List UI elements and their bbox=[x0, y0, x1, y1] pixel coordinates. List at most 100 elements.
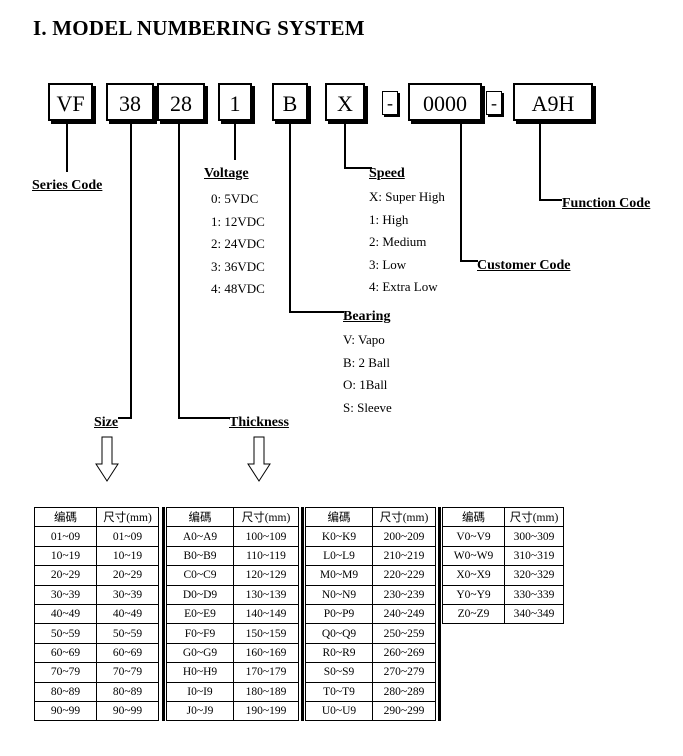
code-cell: H0~H9 bbox=[166, 662, 234, 683]
code-cell: 50~59 bbox=[34, 623, 97, 644]
code-cell: K0~K9 bbox=[305, 526, 373, 547]
code-cell: D0~D9 bbox=[166, 584, 234, 605]
size-cell: 300~309 bbox=[504, 526, 564, 547]
size-heading: Size bbox=[94, 415, 119, 430]
code-cell: I0~I9 bbox=[166, 681, 234, 702]
header-code-cell: 编碼 bbox=[166, 506, 234, 528]
size-cell: 260~269 bbox=[372, 642, 436, 664]
code-cell: 90~99 bbox=[34, 700, 97, 722]
size-cell: 200~209 bbox=[372, 526, 436, 547]
size-cell: 120~129 bbox=[233, 565, 299, 586]
code-cell: M0~M9 bbox=[305, 565, 373, 586]
size-cell: 210~219 bbox=[372, 545, 436, 567]
code-cell: T0~T9 bbox=[305, 681, 373, 702]
code-cell: S0~S9 bbox=[305, 662, 373, 683]
header-size-cell: 尺寸(mm) bbox=[372, 506, 436, 528]
code-cell: W0~W9 bbox=[442, 545, 505, 567]
code-cell: R0~R9 bbox=[305, 642, 373, 664]
size-cell: 10~19 bbox=[96, 545, 159, 567]
code-segment-box: 38 bbox=[106, 83, 154, 121]
customer-connector bbox=[460, 122, 478, 262]
size-connector bbox=[118, 122, 132, 419]
thickness-connector bbox=[178, 122, 230, 419]
size-cell: 90~99 bbox=[96, 700, 159, 722]
header-size-cell: 尺寸(mm) bbox=[504, 506, 564, 528]
code-separator: - bbox=[486, 91, 502, 115]
header-code-cell: 编碼 bbox=[305, 506, 373, 528]
size-cell: 20~29 bbox=[96, 565, 159, 586]
function-connector bbox=[539, 122, 562, 201]
size-cell: 250~259 bbox=[372, 623, 436, 644]
code-segment-box: B bbox=[272, 83, 308, 121]
size-cell: 70~79 bbox=[96, 662, 159, 683]
size-cell: 50~59 bbox=[96, 623, 159, 644]
speed-option: 3: Low bbox=[369, 256, 407, 272]
size-cell: 110~119 bbox=[233, 545, 299, 567]
thickness-heading: Thickness bbox=[229, 415, 289, 430]
code-cell: L0~L9 bbox=[305, 545, 373, 567]
size-cell: 80~89 bbox=[96, 681, 159, 702]
speed-option: 2: Medium bbox=[369, 234, 427, 250]
size-cell: 160~169 bbox=[233, 642, 299, 664]
code-cell: V0~V9 bbox=[442, 526, 505, 547]
code-cell: 70~79 bbox=[34, 662, 97, 683]
speed-option: 4: Extra Low bbox=[369, 279, 438, 295]
code-cell: 80~89 bbox=[34, 681, 97, 702]
code-segment-box: 0000 bbox=[408, 83, 482, 121]
code-cell: X0~X9 bbox=[442, 565, 505, 586]
table-header-row: 编碼尺寸(mm) bbox=[442, 506, 564, 528]
code-cell: 10~19 bbox=[34, 545, 97, 567]
table-header-row: 编碼尺寸(mm) bbox=[166, 506, 299, 528]
code-segment-box: X bbox=[325, 83, 365, 121]
size-arrow-icon bbox=[95, 436, 119, 482]
bearing-option: V: Vapo bbox=[343, 332, 385, 347]
code-separator: - bbox=[382, 91, 398, 115]
table-divider bbox=[162, 507, 165, 721]
bearing-option: S: Sleeve bbox=[343, 399, 392, 415]
voltage-option: 1: 12VDC bbox=[211, 213, 265, 229]
size-cell: 330~339 bbox=[504, 584, 564, 605]
speed-connector bbox=[344, 122, 372, 169]
size-cell: 30~39 bbox=[96, 584, 159, 605]
size-cell: 140~149 bbox=[233, 603, 299, 625]
thickness-arrow-icon bbox=[247, 436, 271, 482]
customer-code-heading: Customer Code bbox=[477, 258, 571, 273]
code-cell: C0~C9 bbox=[166, 565, 234, 586]
size-cell: 310~319 bbox=[504, 545, 564, 567]
size-cell: 01~09 bbox=[96, 526, 159, 547]
size-cell: 130~139 bbox=[233, 584, 299, 605]
function-code-heading: Function Code bbox=[562, 196, 651, 211]
code-cell: G0~G9 bbox=[166, 642, 234, 664]
code-cell: 30~39 bbox=[34, 584, 97, 605]
size-cell: 320~329 bbox=[504, 565, 564, 586]
code-cell: Y0~Y9 bbox=[442, 584, 505, 605]
header-code-cell: 编碼 bbox=[442, 506, 505, 528]
bearing-option: B: 2 Ball bbox=[343, 354, 390, 370]
code-cell: 60~69 bbox=[34, 642, 97, 664]
size-cell: 240~249 bbox=[372, 603, 436, 625]
